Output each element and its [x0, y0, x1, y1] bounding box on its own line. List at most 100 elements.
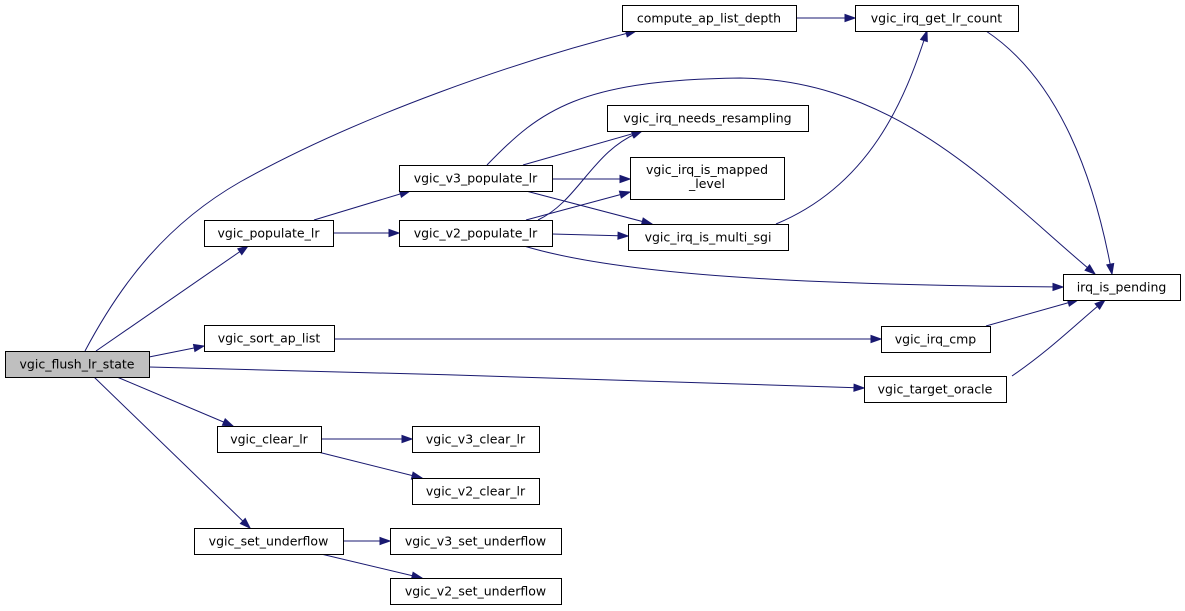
arrowhead-icon [844, 13, 857, 23]
edge-compute_ap_list_depth-to-vgic_irq_get_lr_count [796, 13, 857, 23]
node-irq-is-pending[interactable]: irq_is_pending [1063, 274, 1181, 301]
edge-vgic_set_underflow-to-vgic_v2_set_underflow [320, 553, 424, 580]
node-box [412, 426, 540, 453]
edge-vgic_v3_populate_lr-to-vgic_irq_is_mapped_level [552, 174, 632, 184]
edge-vgic_irq_get_lr_count-to-irq_is_pending [985, 30, 1115, 276]
node-label: vgic_target_oracle [878, 382, 993, 397]
edge-vgic_irq_is_multi_sgi-to-vgic_irq_get_lr_count [775, 29, 928, 225]
edge-vgic_flush_lr_state-to-vgic_target_oracle [148, 366, 866, 392]
edge-vgic_flush_lr_state-to-compute_ap_list_depth [84, 29, 638, 352]
node-box [412, 478, 540, 505]
node-box [399, 220, 553, 247]
node-box [1063, 274, 1181, 301]
edge-line [525, 190, 653, 225]
arrowhead-icon [617, 231, 630, 240]
node-compute-ap-list-depth[interactable]: compute_ap_list_depth [622, 5, 797, 32]
node-label: vgic_clear_lr [230, 432, 308, 447]
node-vgic-irq-needs-resampling[interactable]: vgic_irq_needs_resampling [607, 105, 809, 132]
node-vgic-v2-populate-lr[interactable]: vgic_v2_populate_lr [399, 220, 553, 247]
node-box [881, 326, 991, 353]
node-vgic-set-underflow[interactable]: vgic_set_underflow [194, 528, 344, 555]
edge-line [523, 245, 1064, 288]
edge-line [313, 190, 411, 221]
node-label: compute_ap_list_depth [637, 11, 781, 26]
node-vgic-populate-lr[interactable]: vgic_populate_lr [204, 220, 334, 247]
edge-vgic_v2_populate_lr-to-irq_is_pending [523, 245, 1065, 292]
arrowhead-icon [221, 418, 235, 427]
arrowhead-icon [401, 434, 414, 444]
edge-vgic_set_underflow-to-vgic_v3_set_underflow [343, 536, 392, 546]
node-box [864, 376, 1007, 403]
edge-line [95, 245, 249, 352]
node-vgic-v2-clear-lr[interactable]: vgic_v2_clear_lr [412, 478, 540, 505]
node-box [204, 220, 334, 247]
node-label: vgic_irq_needs_resampling [623, 111, 791, 126]
edge-line [317, 451, 423, 479]
node-vgic-v3-clear-lr[interactable]: vgic_v3_clear_lr [412, 426, 540, 453]
edge-vgic_v3_populate_lr-to-vgic_irq_is_multi_sgi [525, 190, 654, 226]
arrowhead-icon [192, 343, 206, 353]
edge-line [775, 30, 928, 225]
node-vgic-clear-lr[interactable]: vgic_clear_lr [217, 426, 322, 453]
node-label: vgic_v2_populate_lr [414, 226, 538, 241]
node-label: vgic_sort_ap_list [218, 331, 321, 346]
edge-vgic_v2_populate_lr-to-vgic_irq_is_mapped_level [525, 190, 632, 221]
node-vgic-sort-ap-list[interactable]: vgic_sort_ap_list [204, 325, 335, 352]
edge-vgic_target_oracle-to-irq_is_pending [1011, 299, 1107, 377]
node-label: _level [688, 176, 725, 191]
edge-vgic_sort_ap_list-to-vgic_irq_cmp [334, 334, 883, 344]
edge-line [551, 233, 629, 237]
edge-vgic_v3_populate_lr-to-vgic_irq_needs_resampling [522, 129, 644, 166]
node-box [390, 528, 562, 555]
edge-vgic_clear_lr-to-vgic_v3_clear_lr [321, 434, 414, 444]
node-label: vgic_v2_clear_lr [426, 484, 526, 499]
arrowhead-icon [379, 536, 392, 546]
node-vgic-target-oracle[interactable]: vgic_target_oracle [864, 376, 1007, 403]
node-vgic-irq-get-lr-count[interactable]: vgic_irq_get_lr_count [855, 5, 1019, 32]
edge-line [525, 191, 631, 221]
node-box [622, 5, 797, 32]
node-box [390, 578, 562, 605]
node-label: vgic_irq_is_mapped [646, 162, 768, 177]
edge-line [1011, 299, 1106, 377]
node-vgic-flush-lr-state[interactable]: vgic_flush_lr_state [5, 351, 150, 378]
node-box [5, 351, 150, 378]
arrowhead-icon [1084, 264, 1097, 275]
edge-line [522, 130, 643, 166]
node-label: vgic_set_underflow [209, 534, 329, 549]
node-box [204, 325, 335, 352]
node-vgic-v3-populate-lr[interactable]: vgic_v3_populate_lr [399, 165, 553, 192]
arrowhead-icon [1052, 282, 1065, 292]
edge-vgic_v2_populate_lr-to-vgic_irq_is_multi_sgi [551, 231, 630, 240]
node-label: vgic_populate_lr [218, 226, 321, 241]
edge-line [116, 376, 234, 427]
node-vgic-v2-set-underflow[interactable]: vgic_v2_set_underflow [390, 578, 562, 605]
edge-vgic_flush_lr_state-to-vgic_set_underflow [93, 376, 252, 530]
node-box [630, 157, 785, 200]
node-label: vgic_flush_lr_state [20, 357, 135, 372]
call-graph-edges [84, 13, 1115, 580]
arrowhead-icon [410, 471, 424, 480]
call-graph-nodes: vgic_flush_lr_state compute_ap_list_depth… [5, 5, 1181, 605]
edge-vgic_populate_lr-to-vgic_v3_populate_lr [313, 189, 412, 221]
arrowhead-icon [1106, 262, 1115, 276]
arrowhead-icon [919, 29, 928, 43]
edge-line [486, 77, 1096, 275]
node-label: vgic_v2_set_underflow [405, 584, 546, 599]
node-label: vgic_v3_set_underflow [405, 534, 546, 549]
node-label: vgic_irq_is_multi_sgi [645, 230, 772, 245]
edge-line [537, 130, 643, 221]
arrowhead-icon [239, 517, 252, 530]
node-label: irq_is_pending [1077, 280, 1167, 295]
node-vgic-irq-cmp[interactable]: vgic_irq_cmp [881, 326, 991, 353]
node-label: vgic_v3_populate_lr [414, 171, 538, 186]
node-vgic-irq-is-mapped-level[interactable]: vgic_irq_is_mapped_level [630, 157, 785, 200]
node-vgic-irq-is-multi-sgi[interactable]: vgic_irq_is_multi_sgi [628, 224, 789, 251]
edge-vgic_flush_lr_state-to-vgic_sort_ap_list [148, 343, 206, 358]
edge-vgic_flush_lr_state-to-vgic_clear_lr [116, 376, 235, 427]
node-box [399, 165, 553, 192]
edge-vgic_v2_populate_lr-to-vgic_irq_needs_resampling [537, 130, 644, 221]
arrowhead-icon [870, 334, 883, 344]
node-vgic-v3-set-underflow[interactable]: vgic_v3_set_underflow [390, 528, 562, 555]
